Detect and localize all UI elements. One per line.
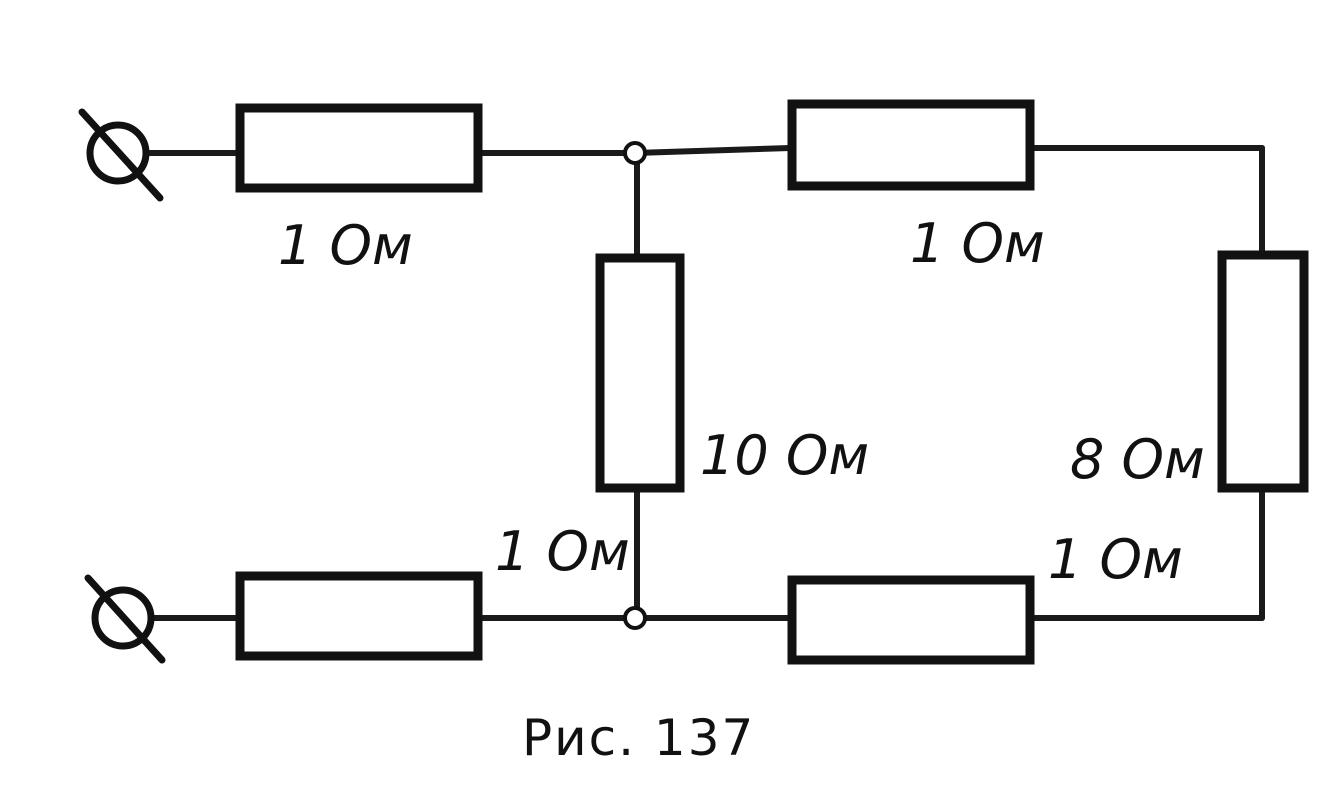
resistor-right xyxy=(1217,250,1309,493)
label-resistor-top-left: 1 Ом xyxy=(278,214,413,277)
resistor-middle xyxy=(595,253,685,493)
resistor-top-left xyxy=(235,103,483,193)
terminal-top-slash xyxy=(78,108,164,202)
terminal-bottom-slash xyxy=(84,574,166,664)
label-resistor-top-right: 1 Ом xyxy=(910,212,1045,275)
junction-node-top xyxy=(623,141,647,165)
label-resistor-middle: 10 Ом xyxy=(700,424,869,487)
figure-caption: Рис. 137 xyxy=(522,709,755,767)
resistor-top-right xyxy=(787,99,1035,191)
resistor-bottom-left xyxy=(235,571,483,661)
junction-node-bottom xyxy=(623,606,647,630)
wire-top-node-to-r2 xyxy=(632,145,793,156)
terminal-top xyxy=(78,108,164,202)
terminal-bottom xyxy=(84,574,166,664)
resistor-bottom-right xyxy=(787,575,1035,665)
label-resistor-right: 8 Ом xyxy=(1070,428,1205,491)
label-resistor-bottom-left: 1 Ом xyxy=(495,520,630,583)
label-resistor-bottom-right: 1 Ом xyxy=(1048,528,1183,591)
wires xyxy=(147,145,1265,621)
